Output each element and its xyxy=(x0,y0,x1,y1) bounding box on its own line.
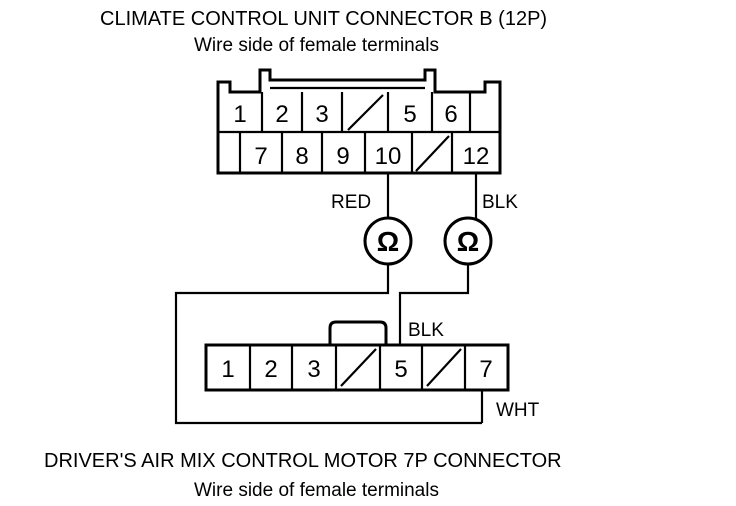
wire-blk-lower xyxy=(398,264,470,345)
bottom-pin-2: 2 xyxy=(264,356,277,383)
bottom-pin-7: 7 xyxy=(479,356,492,383)
bottom-empty-cavity-4 xyxy=(340,348,377,387)
bottom-pin-3: 3 xyxy=(307,356,320,383)
top-connector: 1 2 3 5 6 7 8 9 10 12 xyxy=(216,68,502,175)
bottom-connector: 1 2 3 5 7 xyxy=(204,320,510,392)
top-connector-subtitle: Wire side of female terminals xyxy=(194,35,439,56)
top-empty-cavity-4 xyxy=(347,94,384,131)
top-pin-1: 1 xyxy=(233,101,246,128)
top-pin-2: 2 xyxy=(275,101,288,128)
top-pin-8: 8 xyxy=(295,143,308,170)
top-pin-12: 12 xyxy=(463,143,490,170)
ohmmeter-icon: Ω xyxy=(363,216,413,266)
wire-red-lower xyxy=(174,264,482,425)
wire-label-red: RED xyxy=(331,192,371,213)
ohmmeter-icon: Ω xyxy=(443,216,493,266)
bottom-pin-1: 1 xyxy=(221,356,234,383)
top-empty-cavity-11 xyxy=(415,135,450,172)
bottom-connector-title: DRIVER'S AIR MIX CONTROL MOTOR 7P CONNEC… xyxy=(44,450,562,472)
wire-label-wht: WHT xyxy=(496,400,540,421)
top-connector-title: CLIMATE CONTROL UNIT CONNECTOR B (12P) xyxy=(100,8,547,30)
wire-label-blk-top: BLK xyxy=(482,192,518,213)
top-pin-3: 3 xyxy=(315,101,328,128)
top-connector-housing xyxy=(216,68,502,175)
ohm-symbol-left: Ω xyxy=(377,226,399,257)
bottom-empty-cavity-6 xyxy=(426,348,462,387)
top-pin-10: 10 xyxy=(375,143,402,170)
bottom-connector-subtitle: Wire side of female terminals xyxy=(194,480,439,501)
bottom-connector-housing xyxy=(204,343,510,392)
bottom-pin-5: 5 xyxy=(394,356,407,383)
ohm-symbol-right: Ω xyxy=(457,226,479,257)
top-pin-6: 6 xyxy=(444,101,457,128)
top-pin-7: 7 xyxy=(254,143,267,170)
top-pin-9: 9 xyxy=(336,143,349,170)
wire-label-blk-bottom: BLK xyxy=(408,320,444,341)
bottom-connector-lock-tab xyxy=(328,320,388,345)
top-pin-5: 5 xyxy=(403,101,416,128)
